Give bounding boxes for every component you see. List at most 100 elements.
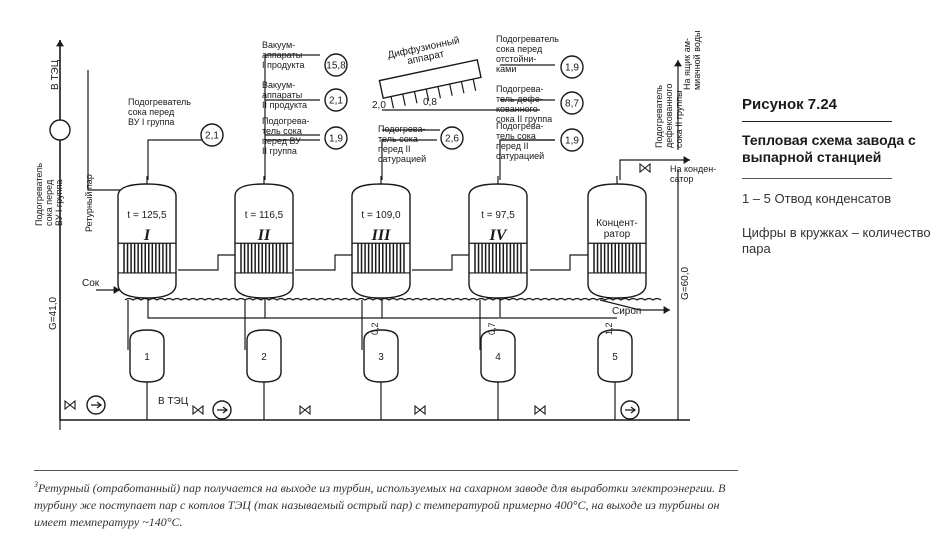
syrup-arrow [663,306,670,314]
evaporator-temp-4: t = 97,5 [481,210,515,221]
vapor-transfer-line-3 [412,254,472,271]
condensate-collector-shell-2 [246,329,282,383]
condensate-collector-3: 3 [363,329,399,420]
condensate-collector-group: 1 2 3 4 5 [129,329,633,420]
juice-label: Сок [82,278,100,289]
condensate-collector-number-5: 5 [612,352,618,363]
diffusion-apparatus-tap [449,83,453,96]
caption-rule [742,121,892,122]
evaporator-1: t = 125,5I [117,176,177,299]
water-box-label: На ящик ам-миачной воды [682,31,702,90]
pump-1-arrow [91,401,102,409]
tec-top-pump [49,119,71,141]
concentrator: Концент-ратор [587,176,647,299]
steam-value-drop5: 1,2 [604,322,614,335]
condensate-collector-number-4: 4 [495,352,501,363]
valve-2 [192,404,204,416]
steam-bubble-vac2 [324,88,348,112]
juice-arrow [113,286,120,294]
diffusion-apparatus-body [378,58,482,100]
evaporator-4-shell [468,183,528,299]
vapor-outlet-line-1 [147,139,203,180]
footnote: 3Ретурный (отработанный) пар получается … [34,476,740,531]
condenser-arrow [683,156,690,164]
evaporator-roman-1: I [143,227,151,244]
evaporator-temp-2: t = 116,5 [245,210,284,221]
footnote-rule [34,470,738,471]
juice-flow-line [124,297,662,301]
steam-value-sat2: 2,6 [445,134,459,145]
juice-transfer-line-3 [381,298,499,319]
steam-bubble-vu1 [200,123,224,147]
diffusion-apparatus-tap [437,86,442,99]
diffusion-apparatus-tap [390,96,395,109]
steam-bubble-sat2 [440,126,464,150]
g-left-label: G=41,0 [48,296,59,330]
condensate-collector-4: 4 [480,329,516,420]
condensate-collector-number-1: 1 [144,352,150,363]
tec-top-arrow [56,40,64,47]
heater-vu1-left-label: Подогревательсока передВУ I группа [34,163,64,226]
diffusion-apparatus-tap [402,93,406,106]
steam-value-vu1: 2,1 [205,131,219,142]
vapor-outlet-line-3 [381,139,437,180]
condensate-collector-shell-1 [129,329,165,383]
juice-transfer-line-2 [264,298,382,319]
syrup-outlet-line [599,299,670,311]
evaporator-temp-3: t = 109,0 [361,210,401,221]
condensate-collector-2: 2 [246,329,282,420]
steam-bubble-vac1 [324,53,348,77]
figure-title: Тепловая схема завода с выпарной станцие… [742,132,916,165]
steam-value-diff-a: 2,0 [372,100,386,111]
heater-defec-top-label: Подогревательдефекованногосока II группы [654,84,684,148]
steam-bubble-settle [560,55,584,79]
diffusion-apparatus-tap [472,78,477,91]
condensate-collector-number-3: 3 [378,352,384,363]
to-condenser-label: На конден-сатор [670,164,716,184]
steam-bubble-vu2 [324,126,348,150]
steam-value-defec: 8,7 [565,99,579,110]
tec-top-label: В ТЭЦ [50,59,61,90]
water-box-arrow [674,60,682,67]
condenser-outlet-line [619,159,690,180]
steam-bubble-defec [560,91,584,115]
pump-2-arrow [217,406,228,414]
figure-caption: Рисунок 7.24 Тепловая схема завода с вып… [742,96,932,275]
retour-label: Ретурный пар [84,174,94,232]
valve-6 [639,162,651,174]
pipe-network [49,40,690,430]
footnote-mark: 3 [34,480,38,489]
steam-value-vu2: 1,9 [329,134,343,145]
syrup-label: Сироп [612,306,641,317]
valve-1 [64,399,76,411]
valve-3 [299,404,311,416]
evaporator-roman-3: III [371,227,391,244]
evaporator-4: t = 97,5IV [468,176,528,299]
steam-value-drop4: 0,7 [487,322,497,335]
steam-value-drop3: 0,2 [370,322,380,335]
evaporator-2: t = 116,5II [234,176,294,299]
vapor-transfer-line-2 [295,254,355,271]
vapor-transfer-line-1 [178,254,238,271]
condensate-collector-1: 1 [129,329,165,420]
legend-note-steam: Цифры в кружках – количество пара [742,225,931,256]
steam-value-settle: 1,9 [565,63,579,74]
pump-3-arrow [625,406,636,414]
condensate-collector-shell-3 [363,329,399,383]
evaporator-temp-1: t = 125,5 [127,210,167,221]
legend-note-condensate: 1 – 5 Отвод конденсатов [742,191,892,206]
steam-value-vac2: 2,1 [329,96,343,107]
valve-5 [534,404,546,416]
diffusion-apparatus-tap [413,91,418,104]
g-right-label: G=60,0 [680,266,691,300]
evaporator-3-shell [351,183,411,299]
